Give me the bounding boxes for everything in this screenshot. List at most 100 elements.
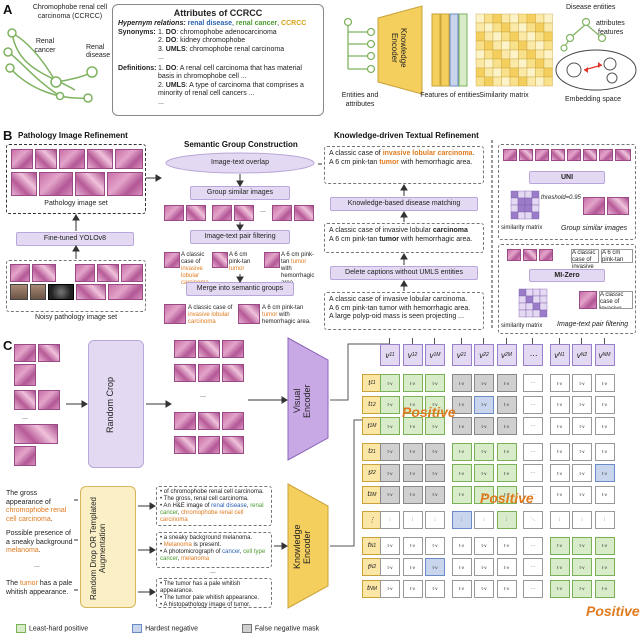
mz-pair-text: A classic case of invasive lobular carci… (599, 291, 633, 309)
matrix-cell: t·v (549, 485, 570, 504)
in-1b: chromophobe renal cell carcinoma (6, 507, 67, 523)
features-columns (431, 13, 468, 87)
c-input-img (14, 344, 36, 362)
matrix-cell: t·v (572, 536, 592, 555)
in-2b: melanoma (6, 547, 39, 554)
matrix-cell: t·v (402, 374, 423, 392)
matrix-cell: t·v (380, 395, 400, 414)
matrix-cell: t·v (572, 464, 592, 482)
mini-sim-cell (539, 309, 548, 318)
mg-text-2a: A 6 cm pink-tan (262, 305, 304, 311)
merged-group-row: A classic case of invasive lobular carci… (164, 302, 316, 328)
syn-1-text: : chromophobe adenocarcinoma (176, 28, 277, 36)
kd-top-line-2: A 6 cm pink-tan tumor with hemorrhagic a… (329, 159, 479, 168)
crop-img (198, 364, 220, 382)
grouped-images-row: ... (164, 205, 316, 225)
mizero-box: MI-Zero (529, 269, 605, 282)
matrix-cell: ⋯ (523, 374, 543, 392)
hypernym-2: renal cancer (235, 20, 278, 27)
matrix-cell: t·v (451, 558, 472, 576)
mg-text-1: A classic case of invasive lobular carci… (188, 305, 234, 326)
matrix-cell: t·v (496, 374, 517, 392)
legend-positive-swatch (16, 624, 26, 633)
matrix-cell: t·v (402, 417, 423, 435)
features-label: features (598, 29, 624, 36)
matrix-cell: t·v (425, 579, 445, 598)
g1-3b: renal disease (211, 503, 247, 509)
image-set-caption: Pathology image set (44, 200, 108, 207)
uni-img (535, 149, 549, 161)
crop-img (198, 412, 220, 430)
positive-label-1: Positive (402, 404, 456, 420)
t-sub: N2 (369, 564, 377, 570)
syn-1-num: 1. (158, 28, 164, 36)
mz-sim-matrix (518, 288, 548, 318)
v-sub: N2 (580, 352, 588, 358)
kd-top-1-end: . (472, 150, 475, 157)
matrix-cell: t·v (451, 374, 472, 392)
matrix-cell: t·v (380, 558, 400, 576)
syn-more: ... (158, 54, 164, 61)
v-main: v (385, 350, 390, 360)
def-2-num: 2. (158, 81, 164, 89)
matrix-cell: t·v (425, 442, 445, 461)
v-arrow (411, 338, 413, 344)
path-img (87, 149, 113, 169)
sg-img (186, 205, 206, 221)
v-sub: 2M (505, 352, 512, 358)
c-input-img (14, 446, 36, 466)
v-arrow (558, 338, 560, 344)
positive-label-3: Positive (586, 603, 640, 619)
fp-text: A 6 cm pink-tan tumor (229, 252, 259, 273)
synonyms-label: Synonyms: (118, 28, 156, 36)
t-main: t (367, 542, 370, 549)
crop-img (174, 364, 196, 382)
kd-bot-1: A classic case of invasive lobular carci… (329, 296, 468, 303)
g2-3a: • A photomicrograph of (160, 549, 223, 555)
matrix-cell: ⋯ (523, 558, 543, 576)
t-main: t (368, 469, 371, 477)
matrix-cell: t·v (402, 485, 423, 504)
random-crop-box: Random Crop (88, 340, 144, 468)
matrix-cell: t·v (474, 579, 494, 598)
matrix-cell: t·v (549, 579, 570, 598)
kd-mid-line-2: A 6 cm pink-tan tumor with hemorrhagic a… (329, 236, 479, 245)
matrix-cell: t·v (549, 442, 570, 461)
mizero-panel: A classic case of invasive lobular carci… (498, 244, 636, 334)
matrix-cell: t·v (572, 558, 592, 576)
kd-bot-box: A classic case of invasive lobular carci… (324, 292, 484, 330)
synonym-1: 1. DO: chromophobe adenocarcinoma (158, 29, 284, 38)
matrix-cell: t·v (549, 464, 570, 482)
overlap-ellipse (165, 152, 315, 174)
crop-img (174, 436, 196, 454)
disease-entities-title: Disease entities (566, 4, 616, 11)
noisy-img (30, 284, 46, 300)
uni-img (567, 149, 581, 161)
def-1-src: DO (165, 64, 177, 72)
noisy-img (10, 284, 28, 300)
path-img (11, 149, 33, 169)
g1-3d: renal cancer (160, 503, 264, 516)
matrix-cell: ⋯ (523, 417, 543, 435)
matrix-cell: t·v (425, 395, 445, 414)
fp-text-3: A 6 cm pink-tan (281, 252, 315, 265)
matrix-cell: t·v (549, 536, 570, 555)
uni-box: UNI (529, 171, 605, 184)
matrix-cell: t·v (425, 464, 445, 482)
v-main: v (479, 350, 484, 360)
def-more: ... (158, 98, 164, 106)
matrix-cell: ⋯ (523, 536, 543, 555)
g2-3b: cancer (222, 549, 240, 555)
matrix-cell: t·v (425, 374, 445, 392)
sg-img (164, 205, 184, 221)
kd-bot-2: A 6 cm pink-tan tumor with hemorrhagic a… (329, 304, 471, 312)
